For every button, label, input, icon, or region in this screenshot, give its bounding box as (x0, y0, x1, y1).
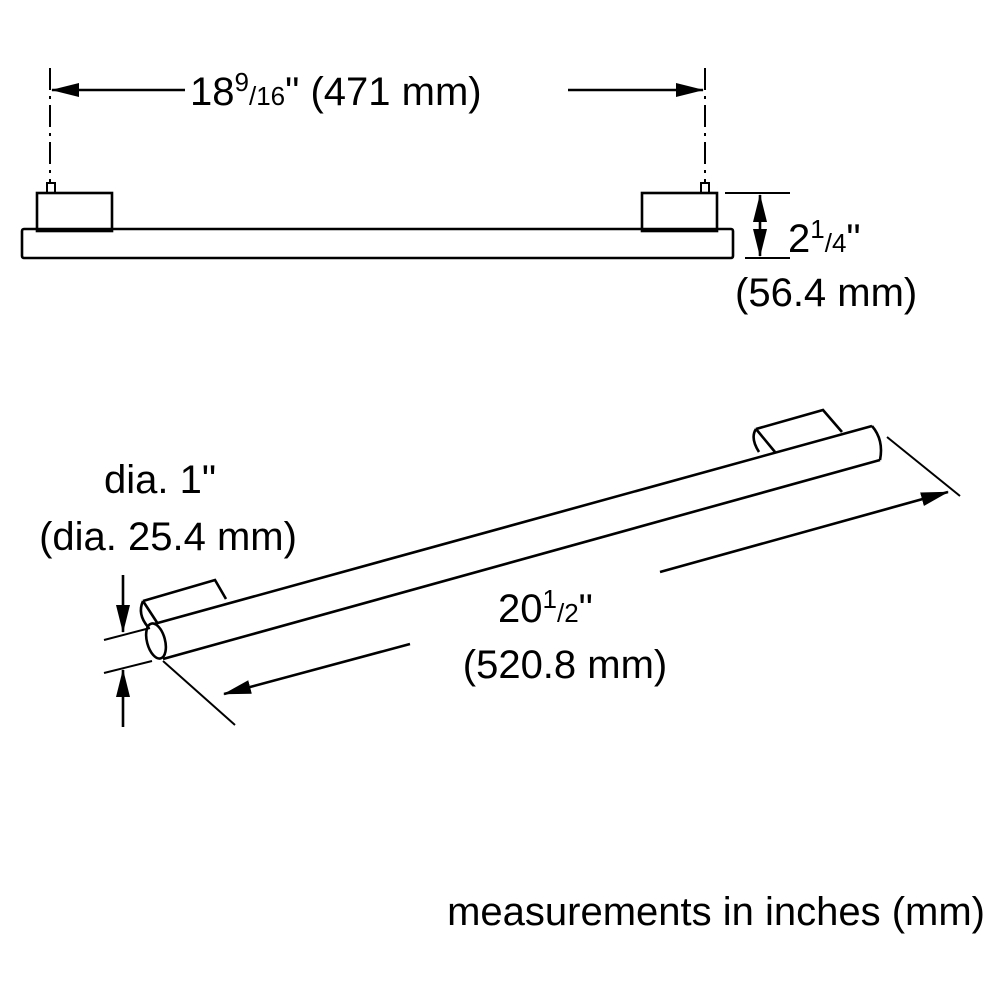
left-standoff-iso (139, 578, 228, 628)
right-mounting-pin (700, 182, 710, 194)
cylinder-bottom-edge (162, 458, 881, 661)
measurement-units-note: measurements in inches (mm) (447, 890, 985, 934)
height-dimension-label: 21/4" (788, 214, 861, 261)
height-dimension-metric: (56.4 mm) (735, 271, 917, 315)
width-dimension-label: 189/16" (471 mm) (190, 67, 482, 114)
length-dimension-label: 201/2" (498, 584, 593, 631)
left-standoff (35, 191, 114, 233)
cylinder-far-end (870, 425, 883, 461)
left-mounting-pin (46, 182, 56, 194)
iso-view: dia. 1" (dia. 25.4 mm) 201/2" (520.8 mm) (39, 408, 961, 727)
dia-extension-bottom (103, 660, 153, 674)
length-extension-left (162, 660, 236, 726)
length-dimension-metric: (520.8 mm) (463, 643, 668, 687)
dia-extension-top (103, 627, 151, 641)
right-standoff-iso (752, 408, 843, 453)
right-standoff (640, 191, 719, 233)
diameter-metric: (dia. 25.4 mm) (39, 515, 297, 559)
length-arrow-right (659, 490, 949, 574)
length-extension-right (886, 436, 961, 497)
cylinder-top-edge (153, 424, 873, 626)
handle-bar-front (20, 227, 735, 260)
top-view: 189/16" (471 mm) 21/4" (56.4 mm) (20, 67, 917, 315)
diameter-label: dia. 1" (104, 458, 216, 502)
length-arrow-left (223, 642, 411, 696)
cylinder-end-cap (144, 622, 168, 660)
